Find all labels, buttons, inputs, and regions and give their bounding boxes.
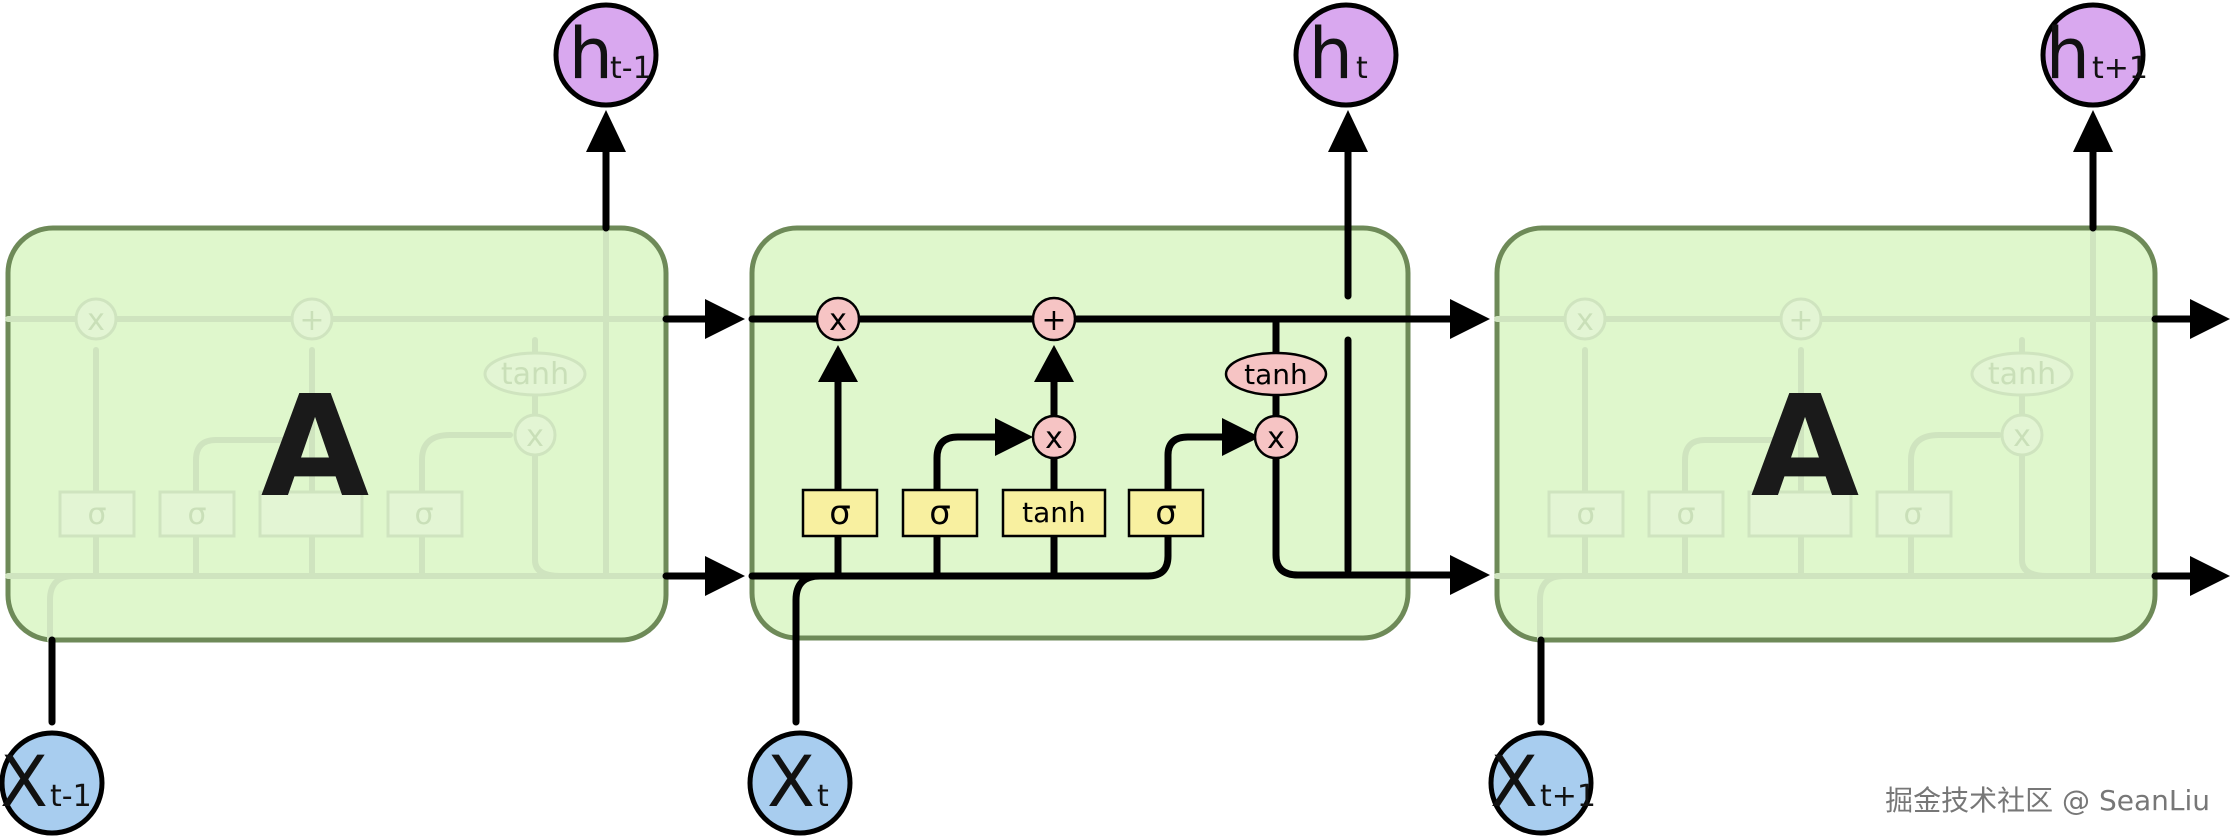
- input-node-x-t-plus-1: X t+1: [1488, 730, 1596, 836]
- input-node-x-t-minus-1: X t-1: [0, 730, 105, 836]
- forget-gate-label: σ: [829, 493, 851, 533]
- cell-left: σ σ σ x + x tanh A: [5, 225, 669, 643]
- output-node-h-t-minus-1: h t-1: [553, 2, 659, 108]
- input-wire-center: [792, 572, 824, 726]
- arrow-up: [818, 345, 858, 382]
- arrow-right: [2190, 556, 2230, 596]
- candidate-gate-label: tanh: [1022, 496, 1086, 529]
- arrow-right: [1450, 299, 1490, 339]
- input-gate-wire: [933, 433, 1002, 580]
- ghost-sigma: σ: [1903, 497, 1922, 532]
- output-multiply-label: x: [1267, 421, 1285, 456]
- watermark: 掘金技术社区 @ SeanLiu: [1885, 784, 2210, 817]
- ghost-add: +: [1788, 303, 1813, 338]
- input-multiply-label: x: [1045, 421, 1063, 456]
- input-main-label: X: [0, 741, 48, 823]
- ghost-add: +: [299, 303, 324, 338]
- arrow-right: [705, 299, 745, 339]
- input-sub-label: t: [817, 779, 829, 814]
- output-sub-label: t-1: [610, 51, 652, 86]
- input-multiply-op: x: [1031, 414, 1077, 460]
- arrow-right: [705, 556, 745, 596]
- ghost-mult: x: [2013, 419, 2031, 454]
- output-node-h-t-plus-1: h t+1: [2040, 2, 2148, 108]
- arrow-right: [1222, 418, 1260, 456]
- input-node-x-t: X t: [747, 730, 853, 836]
- output-main-label: h: [1309, 13, 1353, 95]
- output-sub-label: t+1: [2092, 51, 2148, 86]
- add-label: +: [1041, 303, 1066, 338]
- hidden-output-line: [1272, 454, 1459, 579]
- forget-multiply-op: x: [815, 296, 861, 342]
- forget-multiply-label: x: [829, 303, 847, 338]
- candidate-gate: tanh: [1001, 488, 1107, 538]
- input-sub-label: t+1: [1540, 779, 1596, 814]
- ghost-mult: x: [1576, 303, 1594, 338]
- forget-gate: σ: [801, 488, 879, 538]
- input-main-label: X: [1490, 741, 1538, 823]
- ghost-sigma: σ: [1676, 497, 1695, 532]
- input-gate: σ: [901, 488, 979, 538]
- arrow-up: [2073, 110, 2113, 152]
- arrow-up: [1034, 345, 1074, 382]
- arrow-up-left: [586, 110, 626, 152]
- cell-right-label: A: [1751, 366, 1859, 529]
- output-gate-label: σ: [1155, 493, 1177, 533]
- ghost-mult: x: [87, 303, 105, 338]
- arrow-right: [1450, 555, 1490, 595]
- ghost-sigma: σ: [187, 497, 206, 532]
- arrow-right: [2190, 299, 2230, 339]
- arrow-right: [995, 418, 1033, 456]
- ghost-tanh: tanh: [501, 357, 569, 392]
- cell-left-label: A: [261, 366, 369, 529]
- output-gate: σ: [1127, 488, 1205, 538]
- ghost-tanh: tanh: [1988, 357, 2056, 392]
- output-main-label: h: [569, 13, 613, 95]
- cell-center: σ σ tanh σ x + x x: [748, 110, 1490, 726]
- cell-tanh-label: tanh: [1244, 358, 1308, 391]
- ghost-sigma: σ: [87, 497, 106, 532]
- ghost-mult: x: [526, 419, 544, 454]
- output-sub-label: t: [1356, 51, 1368, 86]
- add-op: +: [1031, 296, 1077, 342]
- cell-tanh-op: tanh: [1224, 351, 1328, 397]
- output-multiply-op: x: [1253, 414, 1299, 460]
- cell-left-ghost-internals: σ σ σ x + x tanh: [5, 225, 669, 643]
- output-main-label: h: [2046, 13, 2090, 95]
- cell-right-ghost-internals: σ σ σ x + x tanh: [1494, 225, 2158, 643]
- cell-right: σ σ σ x + x tanh A: [1494, 225, 2158, 643]
- output-node-h-t: h t: [1293, 2, 1399, 108]
- arrow-up: [1328, 110, 1368, 152]
- input-gate-label: σ: [929, 493, 951, 533]
- input-main-label: X: [767, 741, 815, 823]
- ghost-sigma: σ: [1576, 497, 1595, 532]
- ghost-sigma: σ: [414, 497, 433, 532]
- input-sub-label: t-1: [50, 779, 92, 814]
